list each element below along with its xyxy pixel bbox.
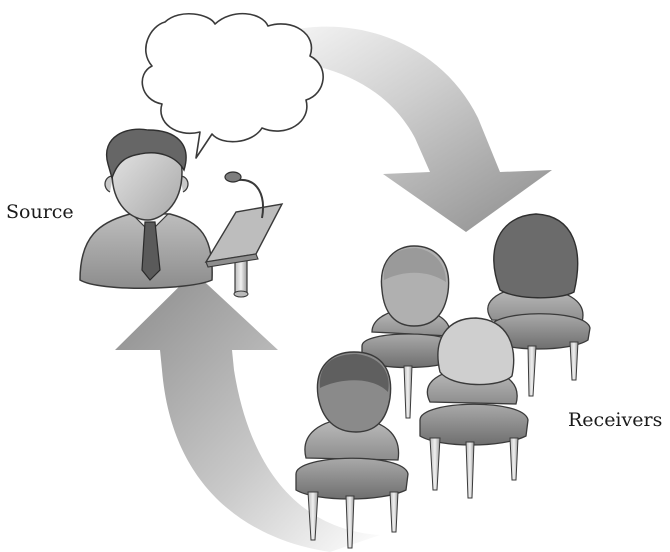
microphone-icon xyxy=(224,171,242,183)
speech-cloud xyxy=(141,12,324,159)
bottom-curved-arrow xyxy=(115,272,380,552)
top-curved-arrow xyxy=(222,26,552,232)
audience-member-back-left xyxy=(361,245,459,419)
audience-member-front-right xyxy=(419,317,529,499)
source-label: Source xyxy=(6,201,74,223)
speaker-tie xyxy=(141,221,161,281)
receivers-label: Receivers xyxy=(568,409,663,431)
lectern xyxy=(204,171,284,298)
audience-member-back-right xyxy=(487,213,591,397)
speaker-figure xyxy=(79,128,213,289)
audience-member-front-left xyxy=(295,351,409,549)
microphone-stem xyxy=(237,178,264,219)
